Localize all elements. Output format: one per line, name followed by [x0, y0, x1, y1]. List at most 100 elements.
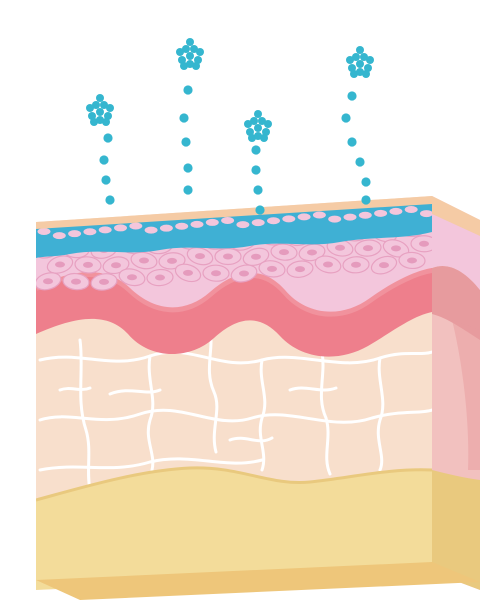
droplet-cluster-dot: [86, 104, 94, 112]
skin-cell-nucleus: [55, 262, 65, 268]
skin-cell-nucleus: [251, 254, 261, 260]
moisture-cell: [98, 226, 112, 234]
moisture-cell: [190, 220, 204, 228]
droplet: [253, 185, 262, 194]
droplet: [183, 163, 192, 172]
moisture-cell: [267, 217, 281, 225]
droplet-cluster-dot: [96, 116, 104, 124]
droplet-cluster-dot: [346, 56, 354, 64]
droplet-cluster-dot: [254, 124, 262, 132]
skin-cell-nucleus: [183, 270, 193, 276]
skin-cell-nucleus: [167, 258, 177, 264]
moisture-cell: [358, 211, 372, 219]
skin-cell-nucleus: [363, 245, 373, 251]
skin-cell-nucleus: [195, 253, 205, 259]
moisture-cell: [236, 221, 250, 229]
moisture-cell: [420, 210, 434, 218]
fat-cell-line: [290, 388, 336, 390]
skin-cell-nucleus: [239, 271, 249, 277]
moisture-cell: [328, 215, 342, 223]
skin-cell-nucleus: [211, 270, 221, 276]
droplet-cluster-dot: [186, 60, 194, 68]
droplet: [251, 165, 260, 174]
droplet: [347, 91, 356, 100]
droplet-cluster-dot: [356, 46, 364, 54]
skin-cell-nucleus: [155, 275, 165, 281]
skin-cell-nucleus: [71, 279, 81, 285]
skin-cell-nucleus: [407, 257, 417, 263]
skin-cell-nucleus: [351, 262, 361, 268]
moisture-cell: [374, 209, 388, 217]
moisture-cell: [52, 232, 66, 240]
droplet: [361, 177, 370, 186]
droplet-cluster-dot: [254, 110, 262, 118]
moisture-cell: [68, 230, 82, 238]
droplet: [361, 195, 370, 204]
moisture-cell: [144, 226, 158, 234]
droplet-cluster-dot: [366, 56, 374, 64]
droplet: [347, 137, 356, 146]
skin-cell-nucleus: [111, 262, 121, 268]
moisture-cell: [221, 217, 235, 225]
droplet: [101, 175, 110, 184]
droplet-cluster-dot: [186, 38, 194, 46]
moisture-cell: [159, 224, 173, 232]
droplet: [179, 113, 188, 122]
droplet-cluster-dot: [356, 60, 364, 68]
block-front-face: [30, 190, 440, 600]
skin-cell-nucleus: [139, 258, 149, 264]
droplet-cluster-dot: [264, 120, 272, 128]
droplet: [181, 137, 190, 146]
skin-cell-nucleus: [279, 249, 289, 255]
moisture-cell: [205, 218, 219, 226]
droplet-cluster-dot: [356, 68, 364, 76]
skin-cell-nucleus: [223, 253, 233, 259]
rising-droplets: [86, 38, 374, 215]
skin-cell: [203, 265, 230, 282]
droplet: [183, 85, 192, 94]
droplet-column: [341, 46, 374, 205]
droplet-cluster-dot: [186, 52, 194, 60]
moisture-cell: [404, 205, 418, 213]
droplet-column: [176, 38, 204, 195]
skin-cell-nucleus: [335, 245, 345, 251]
droplet: [103, 133, 112, 142]
droplet-cluster-dot: [254, 132, 262, 140]
fat-cell-line: [60, 388, 90, 390]
droplet-cluster-dot: [196, 48, 204, 56]
skin-cell-nucleus: [43, 278, 53, 284]
moisture-cell: [297, 213, 311, 221]
skin-cell-nucleus: [307, 249, 317, 255]
moisture-cell: [114, 224, 128, 232]
skin-cell-nucleus: [419, 241, 429, 247]
droplet-cluster-dot: [96, 108, 104, 116]
droplet-cluster-dot: [96, 94, 104, 102]
skin-cell-nucleus: [295, 266, 305, 272]
skin-cell-nucleus: [267, 266, 277, 272]
droplet-column: [244, 110, 272, 215]
droplet: [251, 145, 260, 154]
moisture-cell: [129, 222, 143, 230]
moisture-cell: [312, 211, 326, 219]
droplet-cluster-dot: [106, 104, 114, 112]
moisture-cell: [389, 207, 403, 215]
skin-cell-nucleus: [127, 274, 137, 280]
skin-cell-nucleus: [99, 279, 109, 285]
droplet: [99, 155, 108, 164]
moisture-cell: [175, 222, 189, 230]
droplet: [341, 113, 350, 122]
droplet: [355, 157, 364, 166]
skin-cell-nucleus: [323, 261, 333, 267]
skin-cell-nucleus: [391, 245, 401, 251]
moisture-cell: [251, 219, 265, 227]
moisture-cell: [282, 215, 296, 223]
moisture-cell: [343, 213, 357, 221]
block-side-face: [430, 190, 481, 600]
droplet-cluster-dot: [176, 48, 184, 56]
droplet: [105, 195, 114, 204]
skin-cell: [215, 248, 241, 264]
droplet-cluster-dot: [244, 120, 252, 128]
skin-cell-nucleus: [379, 262, 389, 268]
